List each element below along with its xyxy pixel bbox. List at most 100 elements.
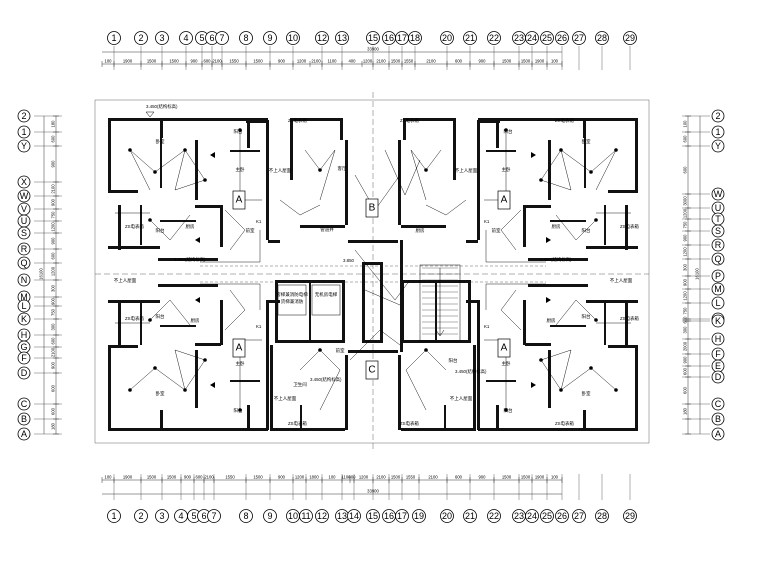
wall-left-10: [220, 205, 223, 247]
axis-right-Y-2-circle: [711, 139, 725, 153]
axis-right-P-9-label: P: [715, 271, 721, 281]
axis-right-K-13-label: K: [715, 316, 721, 326]
switch-right-0: [531, 152, 536, 158]
wall-left-37: [345, 140, 348, 225]
room-label-right-13: 不上人屋面: [450, 395, 473, 402]
axis-left-W-4-label: W: [20, 191, 29, 201]
dim-bot-seg-15: 1200: [359, 475, 369, 480]
axis-right-E-16-label: E: [715, 361, 721, 371]
dim-top-seg-14: 1200: [363, 59, 373, 64]
wall-left-30: [268, 240, 280, 243]
wall-left-24: [160, 325, 196, 327]
meter-box-label-4: ZS电表箱: [620, 223, 639, 230]
axis-top-16-13-label: 16: [384, 33, 394, 43]
axis-bottom-10-9-label: 10: [288, 511, 298, 521]
wire-left-2: [174, 149, 206, 191]
level-top-marker: [145, 111, 155, 118]
axis-right-1-1-circle: [711, 125, 725, 139]
axis-bottom-14-13: 14: [347, 509, 361, 523]
unit-box-2: [497, 190, 511, 210]
fixture-left-8: [238, 128, 242, 132]
axis-bottom-19-17-label: 19: [414, 511, 424, 521]
unit-label-1: B: [369, 203, 376, 214]
axis-bottom-8-7: 8: [239, 509, 253, 523]
dim-bot-seg-9: 900: [278, 475, 286, 480]
wire-left-0: [129, 149, 206, 181]
axis-left-R-8-label: R: [21, 244, 28, 254]
wall-left-14: [118, 300, 121, 345]
wall-right-43: [473, 345, 476, 430]
axis-bottom-25-23-label: 25: [542, 511, 552, 521]
dim-right-seg-11: 750: [683, 307, 688, 315]
axis-right-L-11: L: [711, 296, 725, 310]
axis-top-24-20-circle: [525, 31, 539, 45]
axis-left-X-3-circle: [17, 175, 31, 189]
dim-left-seg-0: 180: [51, 120, 56, 128]
wall-right-7: [496, 118, 499, 148]
axis-bottom-26-24-circle: [555, 509, 569, 523]
axis-bottom-20-18: 20: [440, 509, 454, 523]
fixture-left-10: [148, 218, 152, 222]
fixture-left-1: [183, 148, 187, 152]
dim-top-seg-0: 100: [105, 59, 113, 64]
dim-right-seg-15: 900: [683, 356, 688, 364]
axis-top-24-20: 24: [525, 31, 539, 45]
wall-right-49: [486, 380, 516, 382]
room-label-right-1: 卧室: [582, 138, 591, 145]
axis-top-3-2: 3: [155, 31, 169, 45]
axis-left-2-0-circle: [17, 109, 31, 123]
wire-left-17: [279, 199, 321, 216]
axis-top-8-7: 8: [239, 31, 253, 45]
level-stair: 3.850: [343, 258, 355, 263]
axis-right-2-0-circle: [711, 109, 725, 123]
switch-left-3: [195, 297, 200, 303]
wall-right-44: [401, 428, 476, 431]
dim-left-seg-10: 300: [51, 284, 56, 292]
axis-top-22-18-circle: [487, 31, 501, 45]
axis-right-R-7: R: [711, 238, 725, 252]
axis-left-W-4: W: [17, 189, 31, 203]
axis-top-20-16-circle: [440, 31, 454, 45]
room-label-right-5: 厨房: [552, 223, 561, 230]
room-label-right-3: 不上人屋面: [455, 167, 478, 174]
axis-bottom-26-24: 26: [555, 509, 569, 523]
fixture-right-12: [424, 168, 428, 172]
dim-bot-seg-17: 1500: [391, 475, 401, 480]
axis-bottom-13-12: 13: [335, 509, 349, 523]
axis-bottom-23-21-label: 23: [514, 511, 524, 521]
axis-left-K-13-circle: [17, 312, 31, 326]
meter-box-label-8: ZS电表箱: [400, 420, 419, 427]
wall-right-36: [401, 225, 446, 228]
axis-right-Q-8-label: Q: [714, 254, 721, 264]
fixture-left-11: [148, 318, 152, 322]
wall-right-8: [548, 140, 551, 200]
axis-right-Q-8-circle: [711, 252, 725, 266]
axis-top-21-17: 21: [463, 31, 477, 45]
wall-left-40: [275, 280, 278, 342]
wall-left-20: [247, 405, 250, 431]
dim-bot-seg-25: 100: [551, 475, 559, 480]
axis-bottom-3-2: 3: [155, 509, 169, 523]
outer-frame: [94, 92, 650, 452]
axis-bottom-9-8-circle: [263, 509, 277, 523]
wall-right-0: [478, 118, 638, 121]
dim-left-seg-4: 900: [51, 198, 56, 206]
dim-left-seg-19: 180: [51, 422, 56, 430]
dim-top-seg-22: 1500: [521, 59, 531, 64]
axis-left-G-15: G: [17, 340, 31, 354]
axis-bottom-28-26-circle: [595, 509, 609, 523]
wall-right-23: [523, 300, 526, 345]
wire-right-14: [500, 289, 522, 331]
wire-right-10: [485, 283, 546, 310]
axis-left-Q-9: Q: [17, 256, 31, 270]
wall-core-5: [348, 350, 398, 353]
axis-top-9-8-circle: [263, 31, 277, 45]
wall-right-33: [453, 120, 456, 180]
stair-outline: [419, 264, 461, 342]
unit-label-0: A: [236, 195, 243, 206]
axis-left-D-17: D: [17, 366, 31, 380]
axis-top-2-1: 2: [134, 31, 148, 45]
wire-right-13: [500, 209, 522, 251]
meter-box-label-3: ZS电表箱: [125, 223, 144, 230]
